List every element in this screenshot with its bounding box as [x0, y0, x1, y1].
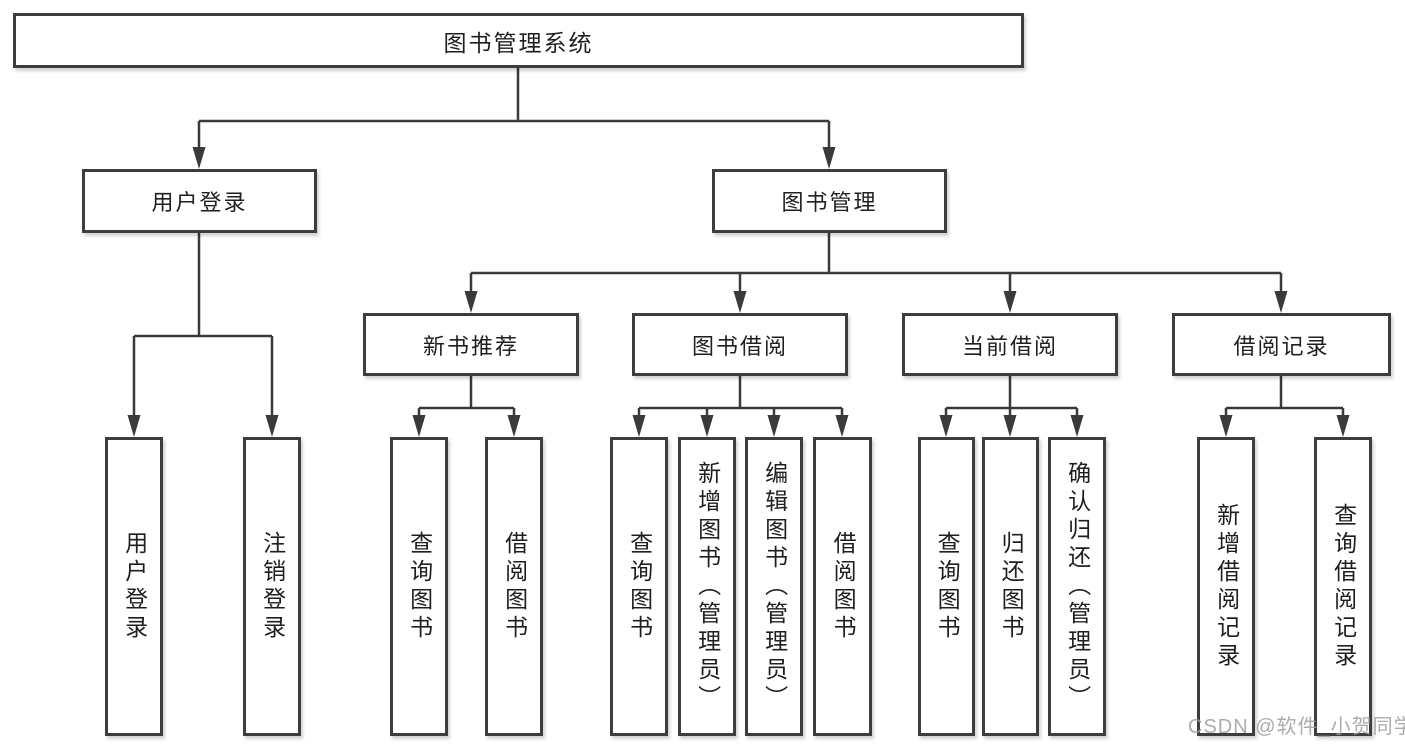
- node-user-login-label: 用户登录: [151, 190, 248, 215]
- node-book-borrow: 图书借阅: [632, 313, 848, 376]
- leaf-logout: 注销登录: [243, 437, 301, 736]
- node-root-label: 图书管理系统: [443, 29, 594, 56]
- leaf-borrow-book-1: 借阅图书: [485, 437, 543, 736]
- node-new-book-recommend: 新书推荐: [363, 313, 579, 376]
- node-current-borrow: 当前借阅: [902, 313, 1118, 376]
- leaf-return-book: 归还图书: [982, 437, 1039, 736]
- arrowheads: [127, 147, 1350, 437]
- leaf-add-borrow-record: 新增借阅记录: [1197, 437, 1255, 736]
- node-borrow-records: 借阅记录: [1172, 313, 1391, 376]
- leaf-add-book-admin: 新增图书（管理员）: [678, 437, 736, 736]
- node-user-login-branch: 用户登录: [82, 169, 317, 233]
- leaf-query-book-3: 查询图书: [918, 437, 975, 736]
- leaf-query-book-1: 查询图书: [390, 437, 448, 736]
- leaf-edit-book-admin: 编辑图书（管理员）: [745, 437, 803, 736]
- node-root-system: 图书管理系统: [13, 13, 1024, 68]
- node-book-management-branch: 图书管理: [712, 169, 947, 233]
- leaf-query-book-2: 查询图书: [610, 437, 668, 736]
- leaf-borrow-book-2: 借阅图书: [813, 437, 872, 736]
- leaf-query-borrow-record: 查询借阅记录: [1314, 437, 1372, 736]
- leaf-confirm-return-admin: 确认归还（管理员）: [1048, 437, 1106, 736]
- node-book-management-label: 图书管理: [781, 190, 878, 215]
- leaf-user-login: 用户登录: [105, 437, 163, 736]
- csdn-watermark: CSDN @软件_小贺同学: [1188, 716, 1405, 738]
